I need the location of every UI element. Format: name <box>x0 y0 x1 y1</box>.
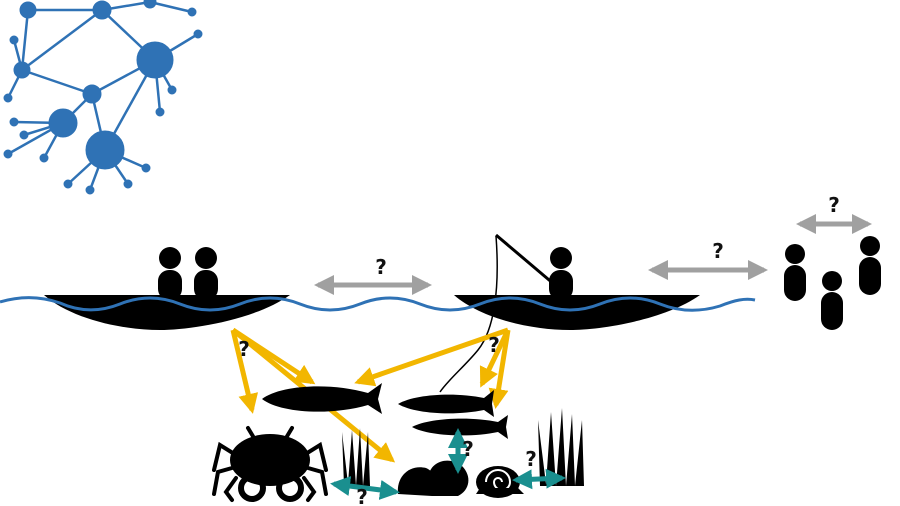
person-icon <box>194 247 218 300</box>
right-boat <box>439 233 700 393</box>
question-boat-to-people: ? <box>712 239 724 263</box>
snail-icon <box>476 466 524 498</box>
fish-icon <box>398 390 494 417</box>
question-people-group: ? <box>828 193 840 217</box>
question-teal-vertical: ? <box>462 437 474 461</box>
boat-icon <box>454 295 700 330</box>
question-marks: ? ? ? ? ? ? ? ? <box>238 193 840 506</box>
left-boat <box>44 247 290 330</box>
question-between-boats: ? <box>375 255 387 279</box>
gray-arrows <box>314 214 872 295</box>
question-teal-left: ? <box>356 485 368 506</box>
person-icon <box>821 271 843 330</box>
person-icon <box>549 247 573 300</box>
question-left-yellow: ? <box>238 337 250 361</box>
fish-icon <box>262 383 382 414</box>
fishing-rod-icon <box>439 233 556 393</box>
boat-icon <box>44 295 290 330</box>
people-group <box>784 236 881 330</box>
seagrass-icon <box>342 428 370 486</box>
teal-arrows <box>330 428 566 500</box>
fish-group <box>262 383 508 439</box>
question-right-yellow: ? <box>488 333 500 357</box>
seagrass-icon <box>538 408 584 486</box>
crab-icon <box>212 426 328 502</box>
fish-icon <box>412 415 508 439</box>
network-graph-icon <box>3 0 203 195</box>
person-icon <box>784 244 806 301</box>
person-icon <box>158 247 182 300</box>
water-line <box>0 296 756 312</box>
question-teal-right: ? <box>525 447 537 471</box>
person-icon <box>859 236 881 295</box>
